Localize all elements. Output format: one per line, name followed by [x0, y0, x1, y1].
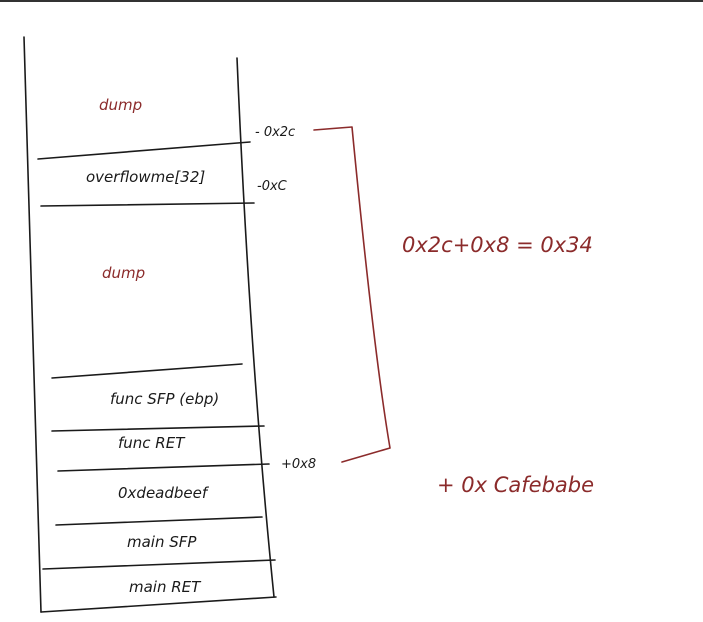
offset-minus-0x2c: - 0x2c [255, 125, 295, 140]
slot-label-main-ret: main RET [129, 578, 202, 596]
slot-label-dump-mid: dump [102, 264, 145, 282]
slot-label-func-sfp: func SFP (ebp) [110, 390, 219, 408]
cafebabe-annotation: + 0x Cafebabe [437, 473, 594, 497]
slot-dividers [37, 141, 276, 570]
slot-label-deadbeef: 0xdeadbeef [118, 484, 210, 502]
offset-plus-0x8: +0x8 [281, 457, 316, 472]
offset-bracket [313, 126, 391, 463]
slot-label-func-ret: func RET [118, 434, 186, 452]
offset-minus-0xc: -0xC [257, 179, 288, 194]
slot-label-main-sfp: main SFP [127, 533, 197, 551]
stack-outline [23, 36, 277, 613]
slot-label-dump-top: dump [99, 96, 142, 114]
sum-annotation: 0x2c+0x8 = 0x34 [402, 233, 593, 257]
slot-label-overflowme: overflowme[32] [86, 168, 205, 186]
